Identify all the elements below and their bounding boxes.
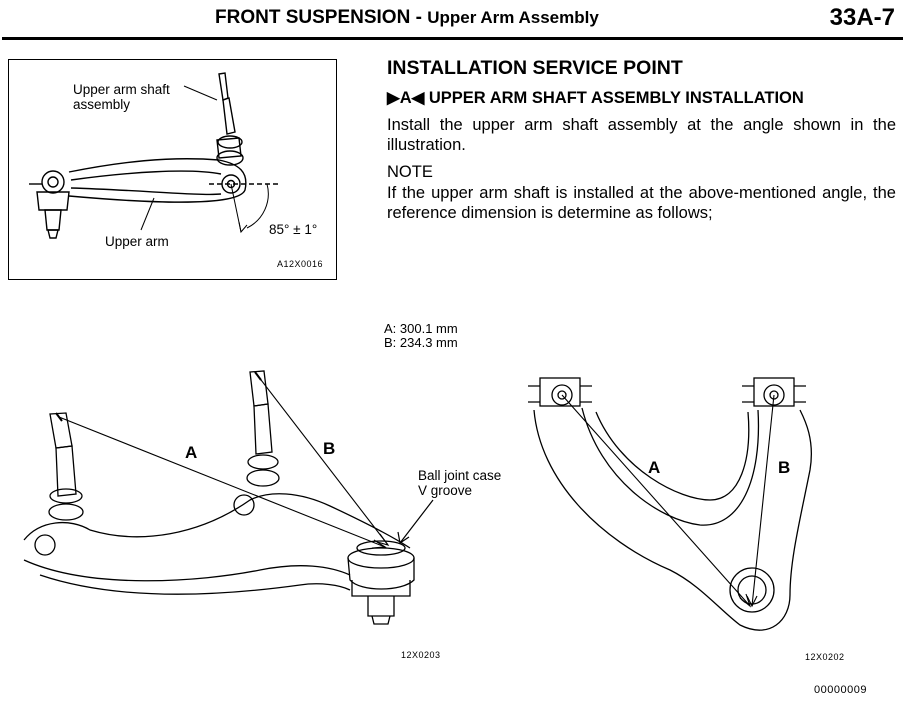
page-number: 33A-7 [829,4,895,31]
header-rule [2,37,903,40]
note-label: NOTE [387,163,433,181]
paragraph-note: If the upper arm shaft is installed at t… [387,184,896,222]
ball-joint-callout: Ball joint case V groove [418,468,502,498]
figure-upper-arm-angle: Upper arm shaft assembly Upper arm 85° ±… [8,59,337,280]
header-title: FRONT SUSPENSION - Upper Arm Assembly [215,7,599,29]
header-title-main: FRONT SUSPENSION - [215,7,422,28]
measurement-b: B: 234.3 mm [384,335,458,350]
measurements: A: 300.1 mm B: 234.3 mm [384,322,458,350]
header-subtitle: Upper Arm Assembly [427,8,599,27]
figure3-label-a: A [648,458,661,477]
figure3-label-b: B [778,458,791,477]
angle-label: 85° ± 1° [269,222,318,237]
shaft-assembly-label: Upper arm shaft assembly [73,82,170,112]
figure1-code: A12X0016 [277,259,324,269]
subheading: ▶A◀ UPPER ARM SHAFT ASSEMBLY INSTALLATIO… [387,89,804,107]
paragraph-install: Install the upper arm shaft assembly at … [387,116,896,154]
figure2-code: 12X0203 [401,650,441,660]
figure2-label-b: B [323,439,336,458]
section-title: INSTALLATION SERVICE POINT [387,57,683,79]
figure2-label-a: A [185,443,198,462]
upper-arm-angle-illustration [29,72,279,239]
measurement-a: A: 300.1 mm [384,321,458,336]
upper-arm-label: Upper arm [105,234,169,249]
figure3-code: 12X0202 [805,652,845,662]
document-code: 00000009 [814,684,867,696]
